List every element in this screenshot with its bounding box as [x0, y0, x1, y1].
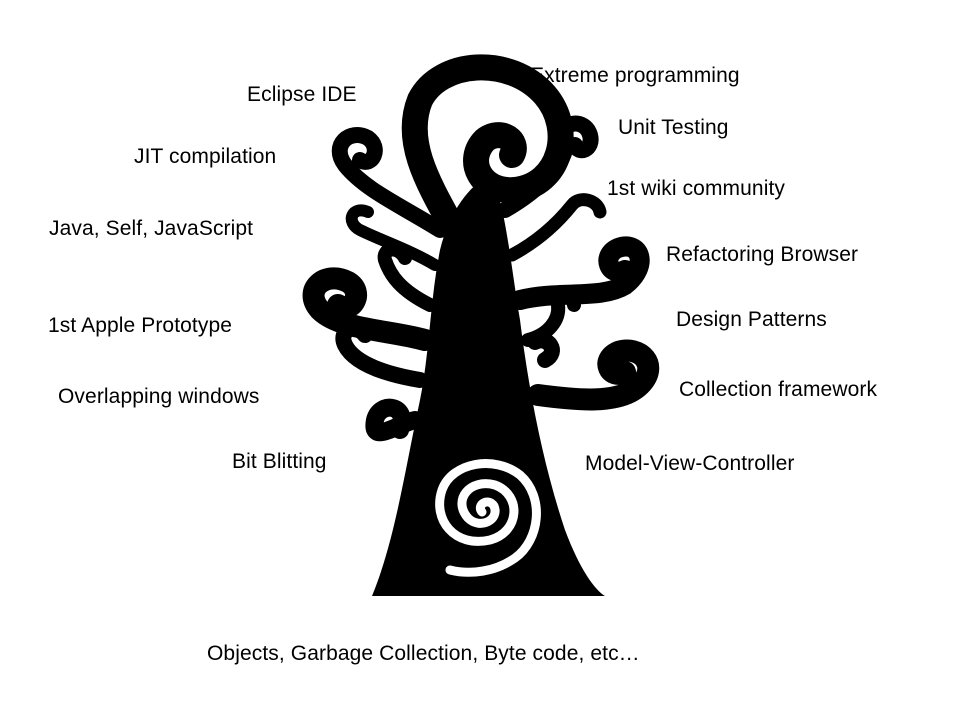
- label-bit-blitting: Bit Blitting: [232, 450, 327, 473]
- label-refactoring-browser: Refactoring Browser: [666, 243, 859, 266]
- branch-left-2: [345, 204, 441, 271]
- tree-crown: [401, 54, 574, 273]
- label-design-patterns: Design Patterns: [676, 308, 827, 331]
- branch-right-3: [510, 236, 650, 310]
- label-1st-apple-prototype: 1st Apple Prototype: [48, 314, 233, 337]
- branch-left-3: [377, 242, 437, 312]
- label-unit-testing: Unit Testing: [618, 116, 729, 139]
- label-jit-compilation: JIT compilation: [134, 145, 277, 168]
- label-model-view-controller: Model-View-Controller: [585, 452, 795, 475]
- label-java-self-javascript: Java, Self, JavaScript: [49, 217, 254, 240]
- swirl-tree-icon: [302, 54, 660, 596]
- branch-left-1: [331, 127, 448, 238]
- label-base-foundations: Objects, Garbage Collection, Byte code, …: [207, 642, 640, 665]
- tree-trunk: [372, 175, 605, 596]
- branch-right-6: [527, 332, 560, 368]
- branch-right-5: [527, 339, 660, 411]
- label-collection-framework: Collection framework: [679, 378, 878, 401]
- branch-right-1: [497, 115, 599, 218]
- trunk-spiral: [435, 459, 541, 577]
- label-eclipse-ide: Eclipse IDE: [247, 83, 357, 106]
- branch-left-6: [365, 398, 424, 442]
- label-overlapping-windows: Overlapping windows: [58, 385, 260, 408]
- branch-right-2: [505, 193, 607, 262]
- label-1st-wiki-community: 1st wiki community: [607, 177, 786, 200]
- branch-left-5: [335, 320, 428, 388]
- label-extreme-programming: Extreme programming: [530, 64, 740, 87]
- branch-left-4: [302, 267, 436, 351]
